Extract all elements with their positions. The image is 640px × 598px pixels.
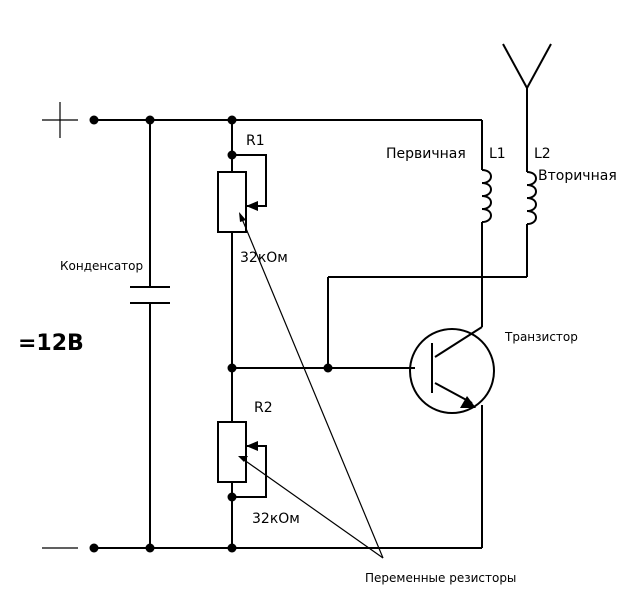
r2-label: R2 [254, 400, 273, 416]
transistor-label: Транзистор [504, 330, 578, 344]
positive-terminal [42, 102, 78, 138]
variable-resistors-label: Переменные резисторы [365, 571, 516, 585]
r1-value-label: 32кОм [240, 250, 288, 266]
primary-label: Первичная [386, 146, 466, 162]
capacitor [130, 120, 170, 548]
junction-dots [89, 115, 333, 553]
resistor-r2 [217, 421, 267, 498]
transistor [409, 230, 495, 548]
resistor-r1 [217, 154, 267, 233]
r1-label: R1 [246, 133, 265, 149]
antenna-icon [502, 43, 552, 89]
secondary-label: Вторичная [538, 168, 617, 184]
variable-resistors-pointers [238, 212, 384, 559]
coil-l1 [481, 120, 492, 230]
r2-value-label: 32кОм [252, 511, 300, 527]
capacitor-label: Конденсатор [60, 259, 143, 273]
l1-label: L1 [489, 146, 506, 162]
supply-voltage-label: =12В [18, 331, 84, 356]
coil-l2 [526, 88, 537, 277]
l2-label: L2 [534, 146, 551, 162]
